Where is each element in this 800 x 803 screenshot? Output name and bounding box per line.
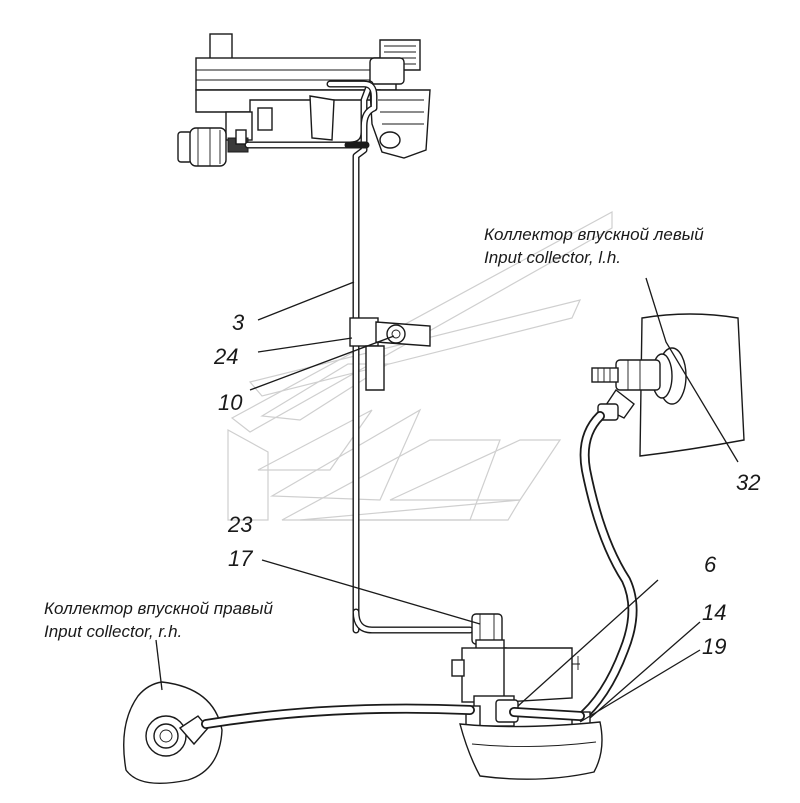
- collector-right-label-en: Input collector, r.h.: [44, 622, 182, 641]
- sensor-32: [591, 347, 687, 421]
- callout-19: 19: [702, 634, 726, 659]
- hose-6: [573, 411, 638, 725]
- engine-block-top: [195, 33, 431, 159]
- collector-right-label: Коллектор впускной правый Input collecto…: [44, 599, 273, 641]
- top-left-fitting: [177, 127, 249, 167]
- callout-24: 24: [213, 344, 238, 369]
- callout-23: 23: [227, 512, 253, 537]
- leader-lines: [155, 277, 739, 723]
- pipe-3: [244, 80, 474, 634]
- collector-left-label: Коллектор впускной левый Input collector…: [484, 225, 704, 267]
- lower-hose: [201, 703, 585, 729]
- watermark-logo: [227, 210, 613, 521]
- pipe-clamp: [349, 317, 431, 391]
- callout-3: 3: [232, 310, 245, 335]
- right-collector-mount: [123, 681, 223, 785]
- callout-10: 10: [218, 390, 243, 415]
- callout-17: 17: [228, 546, 253, 571]
- collector-right-label-ru: Коллектор впускной правый: [44, 599, 273, 618]
- collector-left-label-en: Input collector, l.h.: [484, 248, 621, 267]
- collector-left-label-ru: Коллектор впускной левый: [484, 225, 704, 244]
- callout-6: 6: [704, 552, 717, 577]
- bottom-bracket: [459, 721, 603, 780]
- callout-32: 32: [736, 470, 760, 495]
- callout-14: 14: [702, 600, 726, 625]
